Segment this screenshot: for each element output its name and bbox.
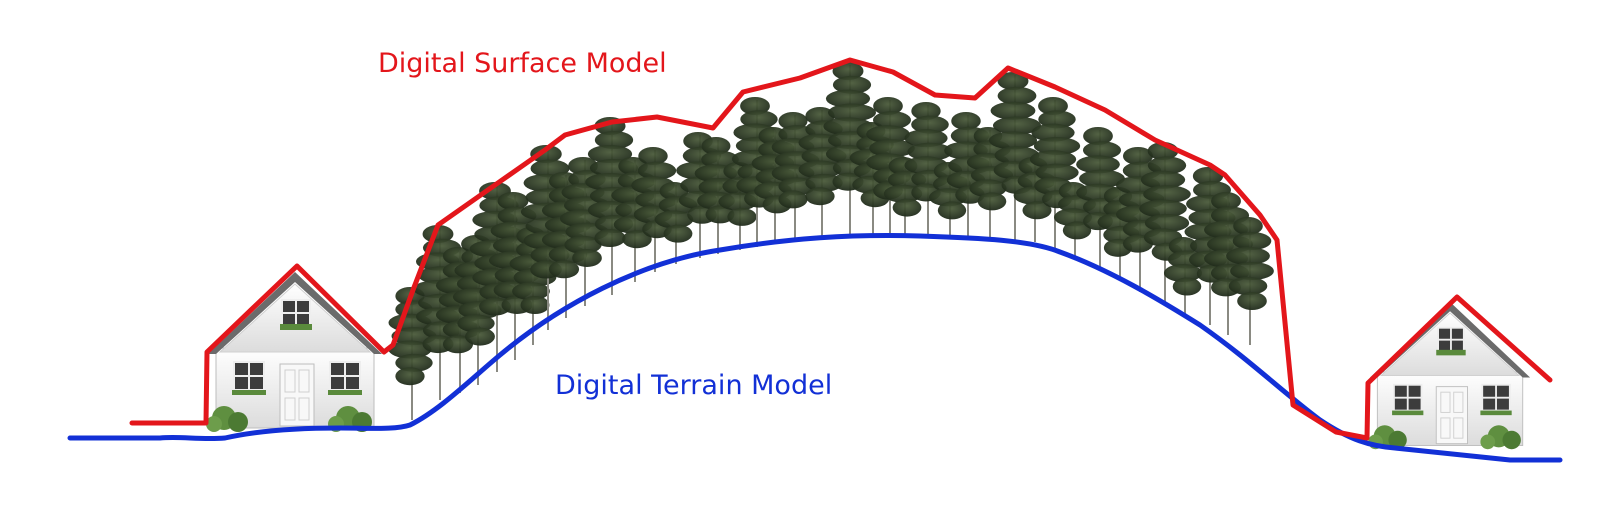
tree-icon bbox=[1139, 142, 1191, 305]
house-icon bbox=[1368, 302, 1531, 450]
tree-icon bbox=[988, 72, 1042, 240]
dtm-label: Digital Terrain Model bbox=[555, 370, 833, 401]
bush-icon bbox=[1368, 425, 1521, 450]
tree-icon bbox=[654, 182, 698, 264]
house-icon bbox=[206, 272, 382, 432]
dsm-line bbox=[129, 57, 1553, 441]
dsm-label: Digital Surface Model bbox=[378, 48, 667, 79]
tree-icon bbox=[1226, 217, 1274, 345]
forest bbox=[388, 62, 1274, 420]
